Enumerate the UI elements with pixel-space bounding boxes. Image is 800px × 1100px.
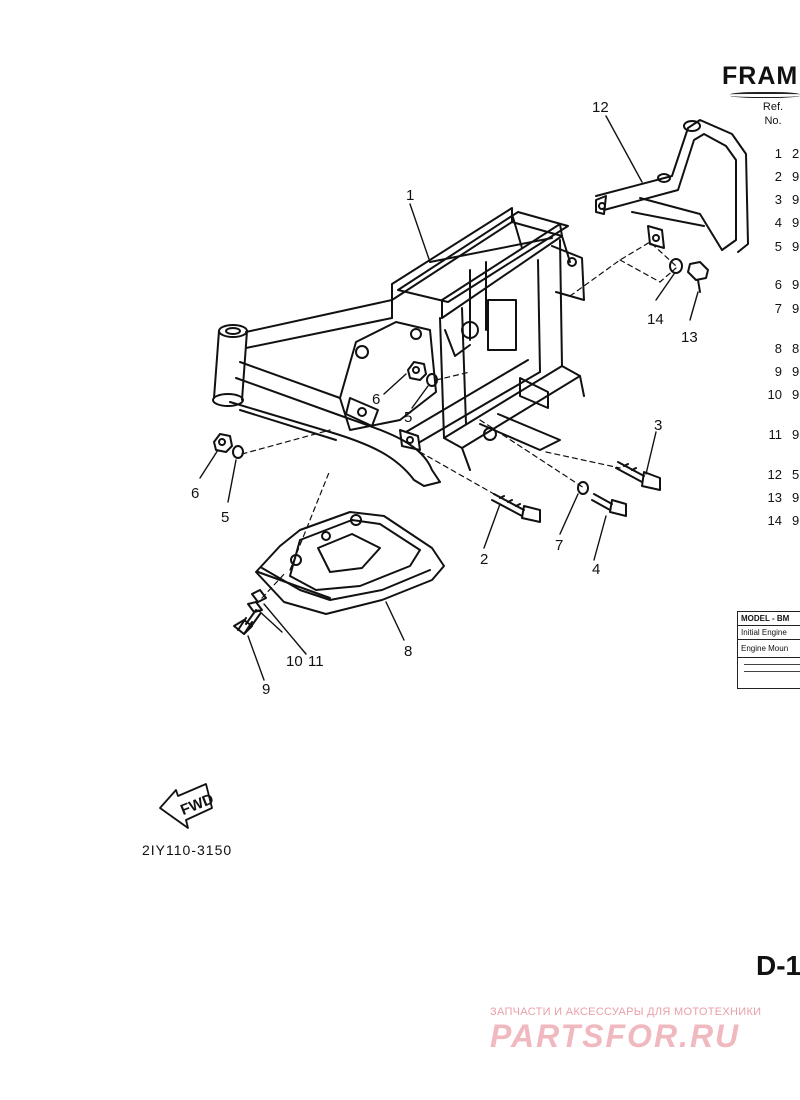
ref-no-header: Ref.No. (756, 100, 790, 128)
rear-handle-bar (595, 119, 749, 253)
part-number-fragment: 9 (792, 277, 800, 292)
part-number-fragment: 9 (792, 490, 800, 505)
part-number-fragment: 8 (792, 341, 800, 356)
callout-3: 3 (654, 417, 662, 434)
watermark-logo: PARTSFOR.RU (490, 1018, 741, 1054)
model-info-box: MODEL - BM Initial Engine Engine Moun (737, 611, 800, 689)
part-number-fragment: 5 (792, 467, 800, 482)
watermark-caption: ЗАПЧАСТИ И АКСЕССУАРЫ ДЛЯ МОТОТЕХНИКИ (490, 1006, 762, 1018)
part-number-fragment: 9 (792, 192, 800, 207)
washer-14 (669, 258, 683, 274)
diagram-code: 2IY110-3150 (142, 842, 233, 858)
leader-lines (199, 115, 699, 681)
part-number-fragment: 9 (792, 513, 800, 528)
ref-row: 13 9 (760, 490, 800, 505)
ref-row: 11 9 (760, 427, 800, 442)
nut-6-upper (407, 361, 427, 381)
ref-number: 5 (774, 239, 782, 254)
ref-number: 6 (774, 277, 782, 292)
part-number-fragment: 9 (792, 215, 800, 230)
callout-13: 13 (681, 329, 698, 346)
blank-line (744, 664, 800, 665)
callout-4: 4 (592, 561, 600, 578)
callout-6-lower: 6 (191, 485, 199, 502)
nut-6-lower (213, 433, 233, 453)
bolt-4 (591, 493, 627, 517)
ref-number: 8 (774, 341, 782, 356)
ref-number: 3 (774, 192, 782, 207)
part-number-fragment: 9 (792, 427, 800, 442)
bolt-3 (615, 461, 661, 491)
ref-row: 10 9 (760, 387, 800, 402)
part-number-fragment: 9 (792, 301, 800, 316)
bolt-9 (233, 609, 261, 635)
callout-12: 12 (592, 99, 609, 116)
callout-11: 11 (308, 653, 324, 670)
ref-number: 2 (774, 169, 782, 184)
ref-number: 14 (767, 513, 782, 528)
callout-7: 7 (555, 537, 563, 554)
callout-10: 10 (286, 653, 303, 670)
ref-no-header-text: Ref.No. (762, 101, 784, 127)
page-title: FRAM (722, 62, 799, 90)
fwd-arrow-icon (159, 783, 213, 829)
ref-number: 1 (774, 146, 782, 161)
washer-5-lower (232, 445, 244, 459)
ref-number: 10 (767, 387, 782, 402)
ref-row: 12 5 (760, 467, 800, 482)
title-underline (730, 92, 800, 98)
washer-11 (251, 589, 267, 603)
part-number-fragment: 9 (792, 387, 800, 402)
part-number-fragment: 9 (792, 239, 800, 254)
ref-number: 4 (774, 215, 782, 230)
callout-9: 9 (262, 681, 270, 698)
ref-number: 12 (767, 467, 782, 482)
part-number-fragment: 2 (792, 146, 800, 161)
ref-row: 14 9 (760, 513, 800, 528)
bolt-13 (687, 261, 709, 293)
page-number: D-1 (756, 950, 800, 981)
main-frame (212, 207, 585, 487)
callout-6-upper: 6 (372, 391, 380, 408)
blank-line (744, 671, 800, 672)
bolt-2 (491, 493, 541, 523)
part-number-fragment: 9 (792, 364, 800, 379)
ref-number: 9 (774, 364, 782, 379)
initial-engine-label: Initial Engine (738, 626, 800, 640)
callout-1: 1 (406, 187, 414, 204)
callout-2: 2 (480, 551, 488, 568)
callout-14: 14 (647, 311, 664, 328)
assembly-lines (241, 241, 677, 599)
callout-5-upper: 5 (404, 409, 412, 426)
callout-8: 8 (404, 643, 412, 660)
callout-numbers: 1 2 3 4 5 5 6 6 7 8 9 10 11 12 13 14 (191, 99, 698, 698)
part-number-fragment: 9 (792, 169, 800, 184)
model-label: MODEL - BM (738, 612, 800, 626)
engine-mount-label: Engine Moun (738, 640, 800, 658)
skid-plate (255, 511, 445, 615)
ref-number: 11 (768, 427, 783, 442)
washer-7 (577, 481, 589, 495)
washer-10 (247, 601, 263, 613)
ref-number: 7 (774, 301, 782, 316)
callout-5-lower: 5 (221, 509, 229, 526)
ref-number: 13 (767, 490, 782, 505)
